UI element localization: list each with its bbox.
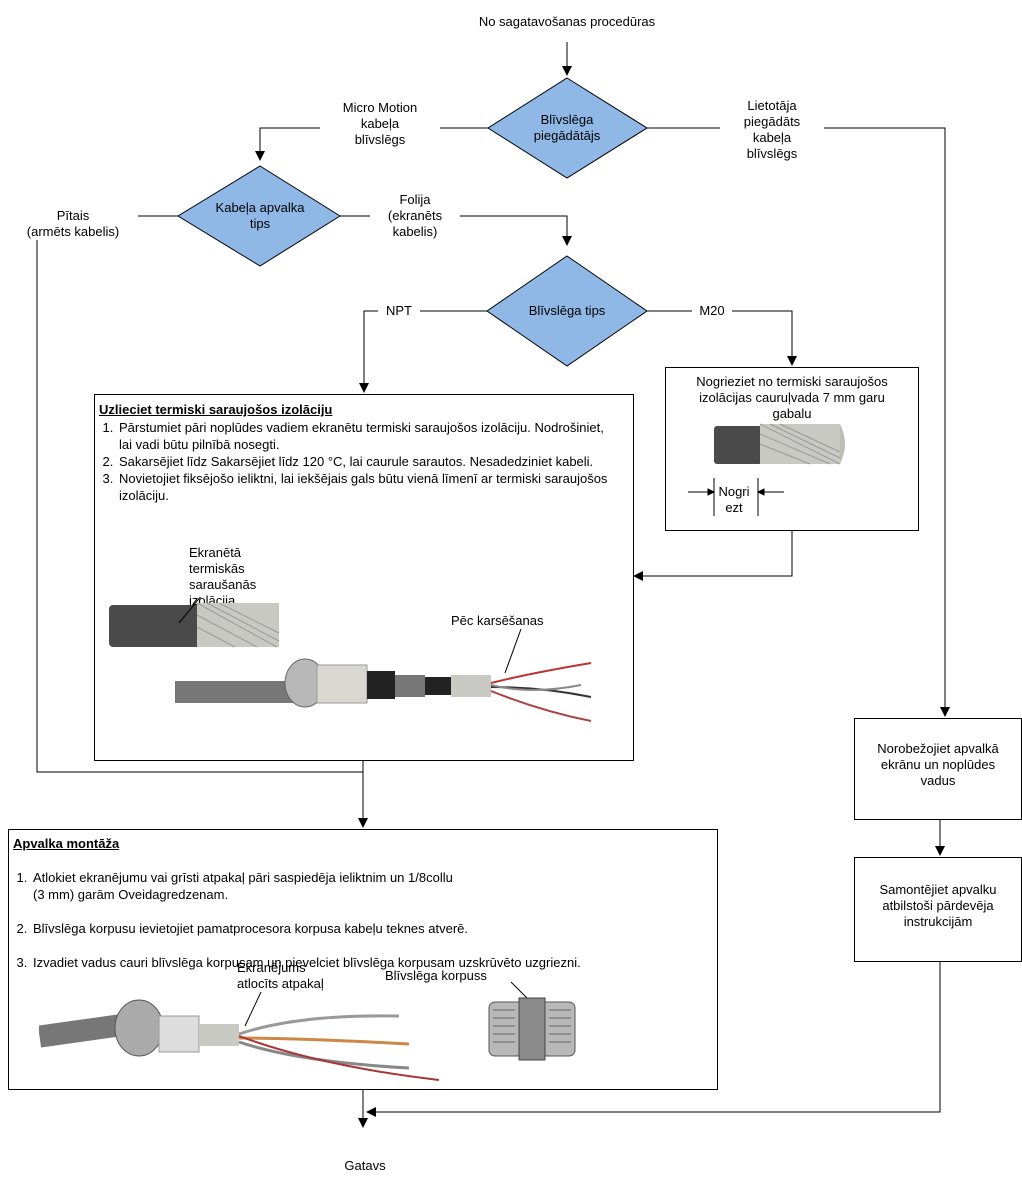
heat-step-2: Sakarsējiet līdz Sakarsējiet līdz 120 °C… [117,453,617,470]
shell-assembly-box: Apvalka montāža Atlokiet ekranējumu vai … [8,829,718,1090]
label-gland-body: Blīvslēga korpuss [385,968,487,983]
shell-assembly-title: Apvalka montāža [13,836,120,851]
heat-shrink-box: Uzlieciet termiski saraujošos izolāciju … [94,394,634,761]
connector-m20 [647,310,797,366]
start-label: No sagatavošanas procedūras [478,14,656,29]
decision-supplier [487,77,648,179]
shell-step-3: Izvadiet vadus cauri blīvslēga korpusam … [31,954,731,971]
shrink-tube-photo [714,423,845,465]
heat-shrink-steps: Pārstumiet pāri noplūdes vadiem ekranētu… [95,419,617,504]
heat-shrink-title: Uzlieciet termiski saraujošos izolāciju [99,402,333,417]
decision-gland-text: Blīvslēga tips [528,303,606,318]
decision-sheath [177,165,341,267]
connector-npt [359,310,487,393]
heat-step-1: Pārstumiet pāri noplūdes vadiem ekranētu… [117,419,617,453]
shielded-tube-photo [109,597,280,648]
branch-braided: Pītais(armēts kabelis) [8,208,138,240]
shell-cable-photo [39,991,440,1081]
label-after-heating: Pēc karsēšanas [451,613,544,628]
connector-assemble-to-end [366,962,941,1117]
decision-gland [486,255,648,367]
shell-step-2: Blīvslēga korpusu ievietojiet pamatproce… [31,920,731,937]
end-label: Gatavs [344,1158,386,1173]
shell-step-1: Atlokiet ekranējumu vai grīsti atpakaļ p… [31,869,731,903]
connector-m20-to-heat [633,531,793,581]
branch-m20: M20 [692,303,732,319]
heat-step-3: Novietojiet fiksējošo ieliktni, lai iekš… [117,470,617,504]
shell-assembly-steps: Atlokiet ekranējumu vai grīsti atpakaļ p… [9,852,731,988]
cut-dimension-marker [688,478,784,516]
cable-after-heating-photo [175,628,592,722]
branch-npt: NPT [378,303,420,319]
gland-body-photo [488,981,576,1061]
